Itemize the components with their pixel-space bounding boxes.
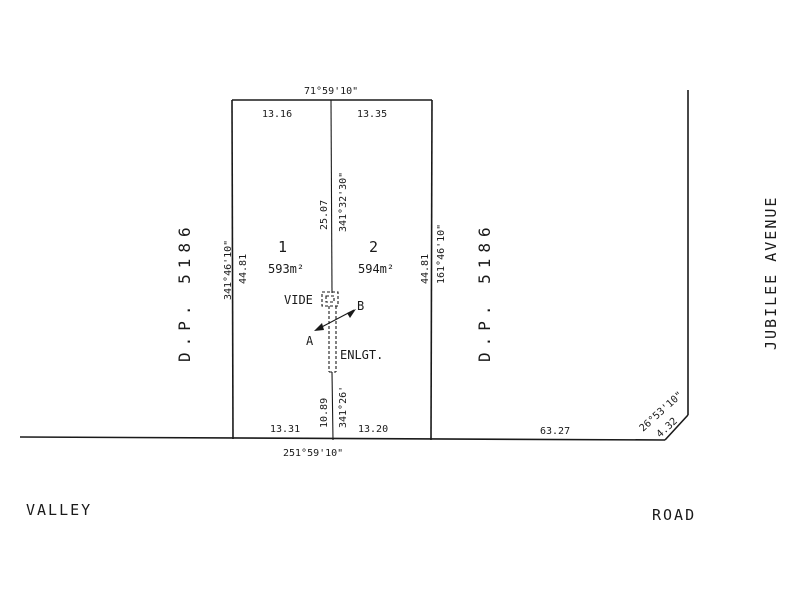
- boundary-lines: [19, 90, 689, 441]
- centre-upper-length: 25.07: [319, 200, 330, 230]
- dp-right-label: D.P. 5186: [475, 221, 494, 362]
- centre-dividing-line-lower: [331, 371, 334, 441]
- corner-truncation-line: [664, 414, 689, 441]
- lot2-top-length: 13.35: [357, 109, 387, 120]
- lot1-area: 593m²: [268, 262, 304, 276]
- jubilee-avenue-label: JUBILEE AVENUE: [762, 196, 780, 350]
- valley-label: VALLEY: [26, 501, 92, 519]
- lot1-top-length: 13.16: [262, 109, 292, 120]
- point-a-label: A: [306, 334, 314, 348]
- lot2-east-bearing: 161°46'10": [436, 224, 447, 284]
- lot1-number: 1: [278, 238, 287, 256]
- lot2-number: 2: [369, 238, 378, 256]
- road-label: ROAD: [652, 506, 696, 524]
- centre-dividing-line-upper: [330, 99, 333, 294]
- enlargement-strip: [321, 291, 339, 373]
- centre-lower-length: 10.89: [319, 398, 330, 428]
- lot1-west-bearing: 341°46'10": [223, 240, 234, 300]
- vide-inner-box: [325, 295, 335, 303]
- top-bearing: 71°59'10": [304, 86, 358, 97]
- lot1-west-boundary: [231, 99, 234, 440]
- vide-box: [321, 291, 339, 307]
- a-b-arrows: [314, 309, 356, 331]
- centre-lower-bearing: 341°26': [338, 386, 349, 428]
- lot2-east-boundary: [430, 99, 433, 441]
- enlgt-label: ENLGT.: [340, 348, 383, 362]
- lot2-east-length: 44.81: [420, 254, 431, 284]
- lot1-west-length: 44.81: [238, 254, 249, 284]
- dp-left-label: D.P. 5186: [175, 221, 194, 362]
- bottom-bearing: 251°59'10": [283, 448, 343, 459]
- arrow-head-a: [314, 323, 324, 331]
- lot2-bottom-length: 13.20: [358, 424, 388, 435]
- point-b-label: B: [357, 299, 364, 313]
- centre-upper-bearing: 341°32'30": [338, 172, 349, 232]
- vide-label: VIDE: [284, 293, 313, 307]
- lot2-area: 594m²: [358, 262, 394, 276]
- road-frontage-length: 63.27: [540, 426, 570, 437]
- valley-road-frontage-line: [19, 436, 666, 441]
- lot1-bottom-length: 13.31: [270, 424, 300, 435]
- arrow-head-b: [347, 309, 356, 318]
